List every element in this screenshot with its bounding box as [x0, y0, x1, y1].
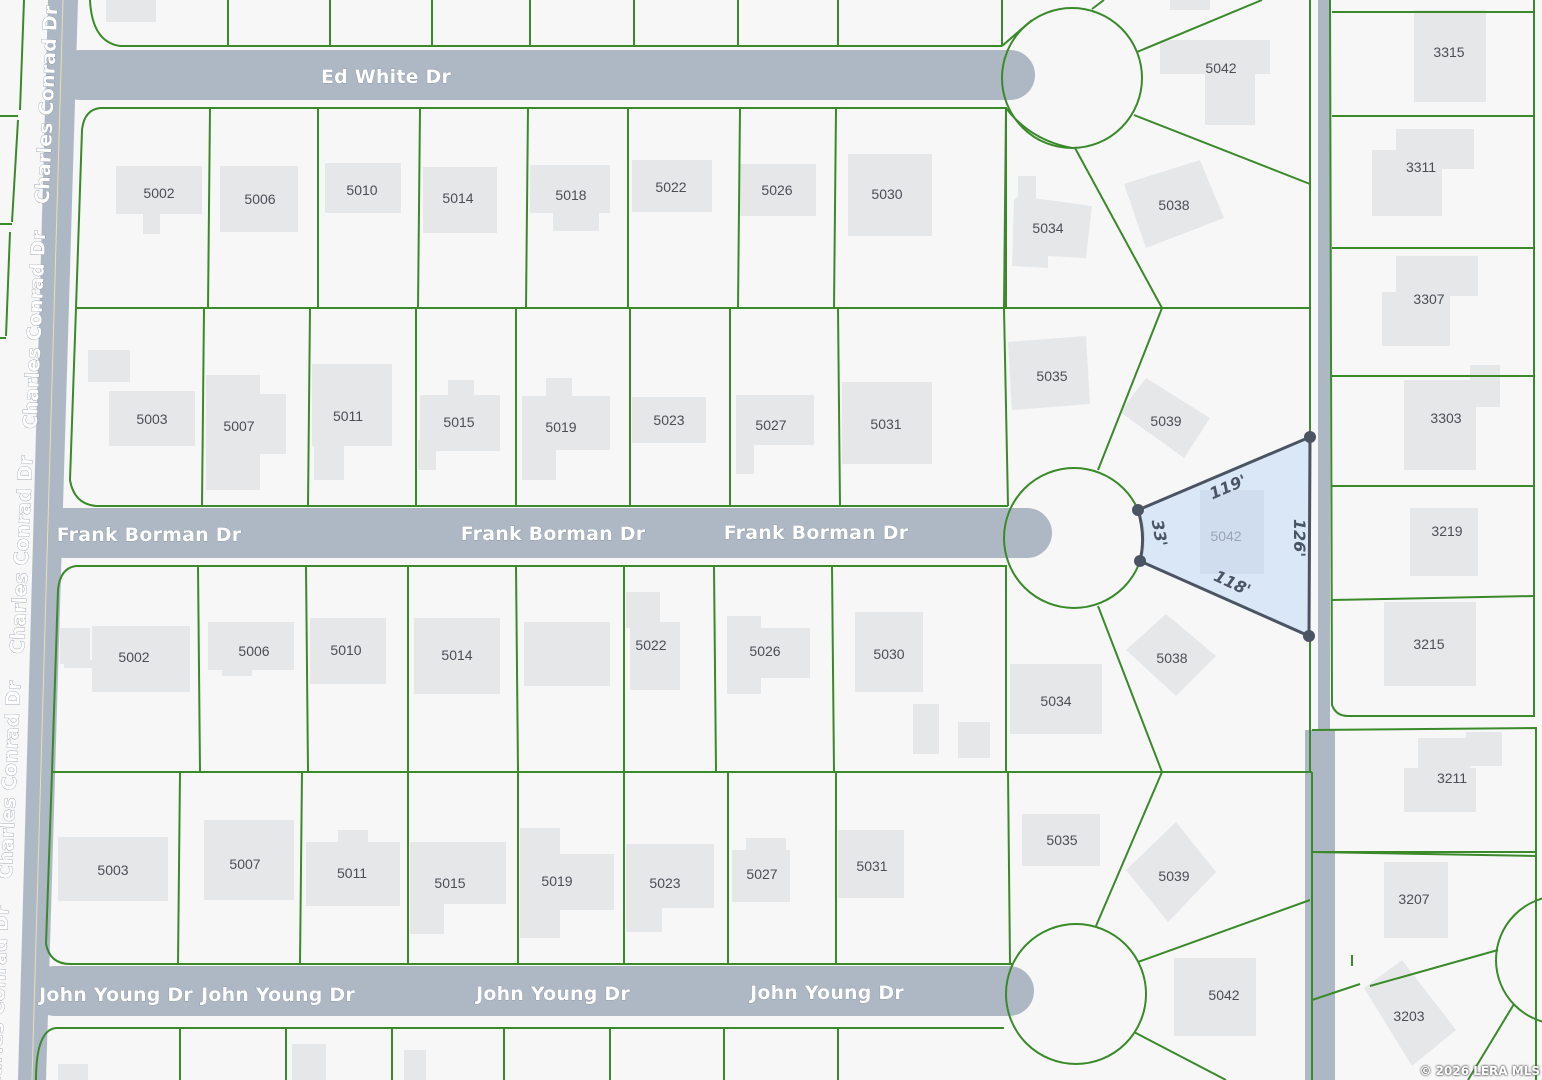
lot-label[interactable]: 5022 — [655, 179, 686, 195]
vertex-handle-ne[interactable] — [1304, 431, 1316, 443]
road-john-young — [30, 966, 1034, 1016]
lot-label[interactable]: 5039 — [1150, 413, 1181, 429]
lot-label[interactable]: 5034 — [1040, 693, 1071, 709]
address-labels: 5002 5006 5010 5014 5018 5022 5026 5030 … — [97, 44, 1467, 1024]
lot-label[interactable]: 5002 — [118, 649, 149, 665]
lot-label[interactable]: 5011 — [333, 408, 363, 424]
dimension-label-east: 126' — [1290, 519, 1309, 557]
lot-label[interactable]: 5007 — [229, 856, 260, 872]
road-frank-borman — [40, 508, 1052, 558]
lot-label[interactable]: 5035 — [1046, 832, 1077, 848]
lot-label[interactable]: 5019 — [541, 873, 572, 889]
lot-label[interactable]: 5038 — [1156, 650, 1187, 666]
street-label-frank-borman: Frank Borman Dr — [724, 522, 909, 544]
vertex-handle-nw[interactable] — [1132, 504, 1144, 516]
selected-parcel-building — [1200, 490, 1264, 574]
lot-label[interactable]: 5010 — [330, 642, 361, 658]
road-east-lower — [1305, 730, 1335, 1080]
lot-label[interactable]: 5014 — [442, 190, 473, 206]
lot-label[interactable]: 3303 — [1430, 410, 1461, 426]
lot-label[interactable]: 5031 — [870, 416, 901, 432]
street-label-john-young: John Young Dr — [37, 984, 193, 1006]
lot-label[interactable]: 3211 — [1437, 770, 1467, 786]
street-labels: Ed White Dr Frank Borman Dr Frank Borman… — [0, 4, 909, 1080]
selected-parcel-address: 5042 — [1210, 528, 1241, 544]
lot-label[interactable]: 3215 — [1413, 636, 1444, 652]
vertex-handle-se[interactable] — [1303, 630, 1315, 642]
lot-label[interactable]: 5031 — [856, 858, 887, 874]
lot-label[interactable]: 5042 — [1208, 987, 1239, 1003]
street-label-john-young: John Young Dr — [748, 982, 904, 1004]
lot-label[interactable]: 5030 — [873, 646, 904, 662]
lot-label[interactable]: 5019 — [545, 419, 576, 435]
lot-label[interactable]: 5023 — [649, 875, 680, 891]
lot-label[interactable]: 5026 — [749, 643, 780, 659]
dimension-label-west: 33' — [1148, 518, 1171, 548]
lot-label[interactable]: 3207 — [1398, 891, 1429, 907]
lot-label[interactable]: 5007 — [223, 418, 254, 434]
lot-label[interactable]: 5034 — [1032, 220, 1063, 236]
vertex-handle-sw[interactable] — [1134, 555, 1146, 567]
lot-label[interactable]: 5003 — [97, 862, 128, 878]
lot-label[interactable]: 5018 — [555, 187, 586, 203]
lot-label[interactable]: 5039 — [1158, 868, 1189, 884]
lot-label[interactable]: 5030 — [871, 186, 902, 202]
lot-label[interactable]: 3311 — [1406, 159, 1436, 175]
selected-parcel[interactable]: 5042 119' 126' 118' 33' — [1132, 431, 1316, 642]
lot-label[interactable]: 3315 — [1433, 44, 1464, 60]
lot-label[interactable]: 5023 — [653, 412, 684, 428]
lot-label[interactable]: 5014 — [441, 647, 472, 663]
street-label-john-young: John Young Dr — [474, 983, 630, 1005]
lot-label[interactable]: 5038 — [1158, 197, 1189, 213]
road-centerline — [31, 0, 64, 1080]
lot-label[interactable]: 5010 — [346, 182, 377, 198]
lot-label[interactable]: 5006 — [244, 191, 275, 207]
lot-label[interactable]: 3307 — [1413, 291, 1444, 307]
lot-label[interactable]: 5002 — [143, 185, 174, 201]
lot-label[interactable]: 5011 — [337, 865, 367, 881]
street-label-ed-white: Ed White Dr — [321, 66, 452, 88]
lot-label[interactable]: 5042 — [1205, 60, 1236, 76]
lot-label[interactable]: 5027 — [755, 417, 786, 433]
street-label-frank-borman: Frank Borman Dr — [57, 524, 242, 546]
copyright-notice: © 2026 LERA MLS — [1419, 1064, 1540, 1078]
road-east-upper — [1318, 0, 1330, 735]
lot-label[interactable]: 5035 — [1036, 368, 1067, 384]
street-label-john-young: John Young Dr — [199, 984, 355, 1006]
lot-label[interactable]: 5006 — [238, 643, 269, 659]
street-label-frank-borman: Frank Borman Dr — [461, 523, 646, 545]
lot-label[interactable]: 3219 — [1431, 523, 1462, 539]
buildings — [58, 0, 1502, 1080]
lot-label[interactable]: 5022 — [635, 637, 666, 653]
road-ed-white — [55, 50, 1035, 100]
lot-label[interactable]: 3203 — [1393, 1008, 1424, 1024]
copyright-text: 2026 LERA MLS — [1435, 1064, 1540, 1078]
lot-label[interactable]: 5027 — [746, 866, 777, 882]
lot-label[interactable]: 5026 — [761, 182, 792, 198]
lot-label[interactable]: 5003 — [136, 411, 167, 427]
lot-label[interactable]: 5015 — [443, 414, 474, 430]
lot-label[interactable]: 5015 — [434, 875, 465, 891]
